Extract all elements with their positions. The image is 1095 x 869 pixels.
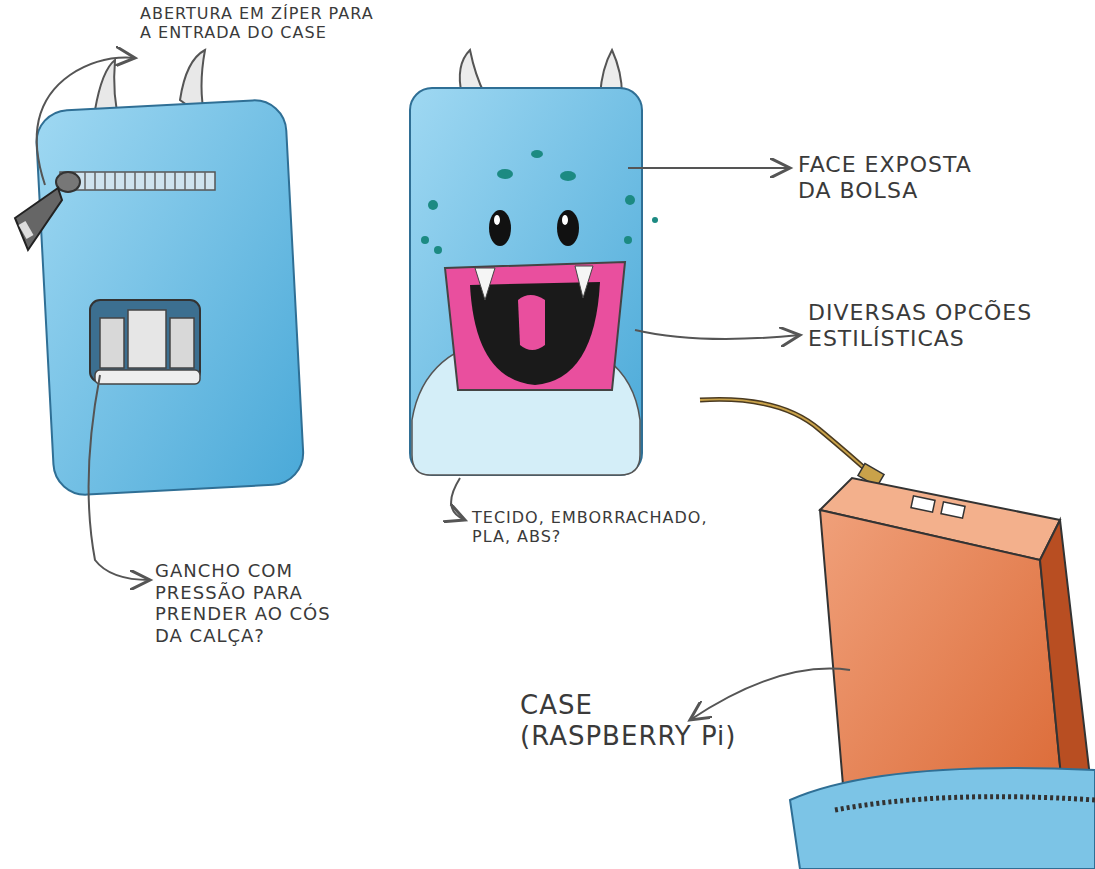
annotation-label: FACE EXPOSTA DA BOLSA (798, 152, 998, 205)
annotation-label: CASE (RASPBERRY Pi) (520, 690, 740, 752)
annotation-label: DIVERSAS OPCÕES ESTILÍSTICAS (808, 300, 1078, 353)
annotation-label: GANCHO COM PRESSÃO PARA PRENDER AO CÓS D… (155, 560, 345, 646)
pouch-front-face (410, 50, 658, 475)
raspberry-pi-case (700, 399, 1095, 869)
spots (421, 150, 658, 254)
annotation-label: TECIDO, EMBORRACHADO, PLA, ABS? (472, 508, 722, 546)
belt-clip (90, 300, 200, 384)
annotation-label: ABERTURA EM ZÍPER PARA A ENTRADA DO CASE (140, 4, 390, 42)
pouch-back-view (15, 50, 305, 496)
leader-lines (37, 58, 850, 720)
